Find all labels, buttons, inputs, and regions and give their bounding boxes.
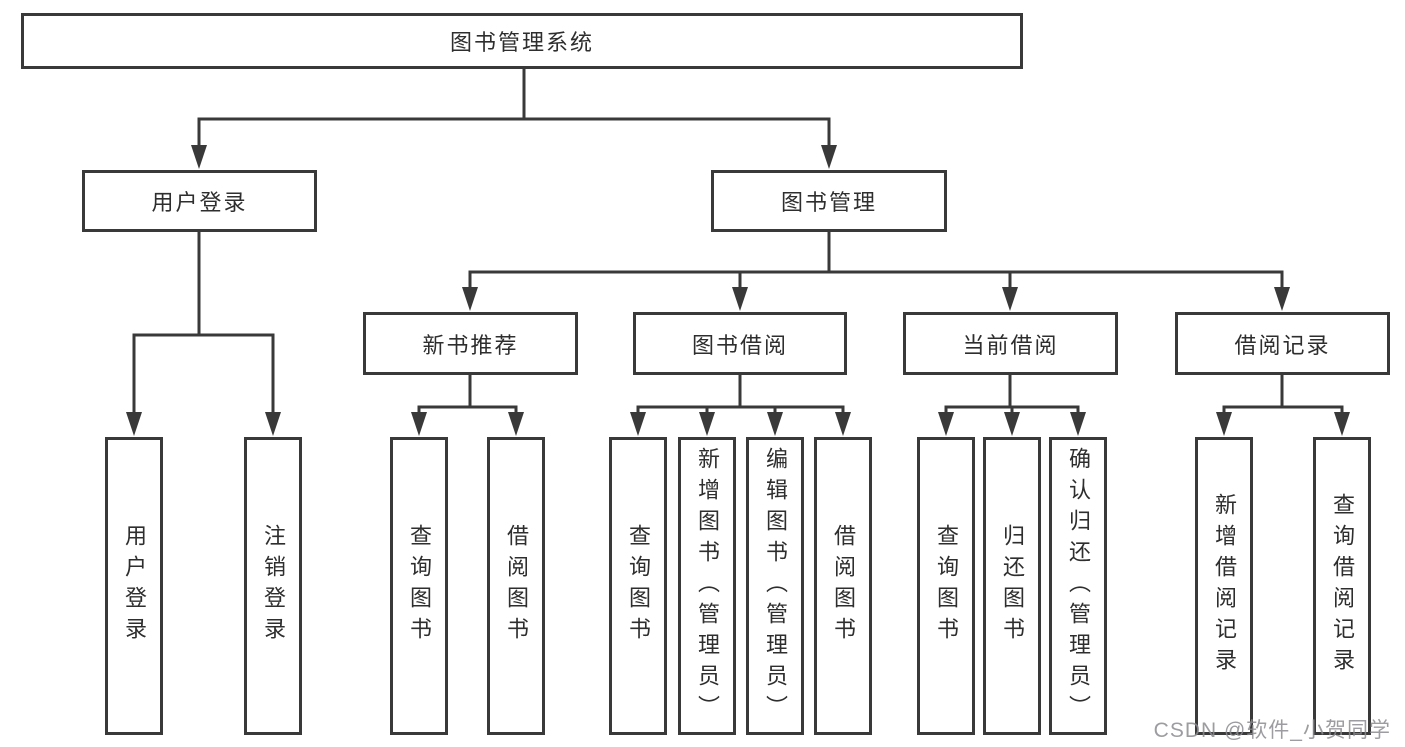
node-label: 借阅图书 [831, 524, 856, 648]
node-label: 归还图书 [1000, 524, 1025, 648]
arrow-icon [767, 412, 783, 436]
connector-current-borrow-branch [944, 375, 1080, 414]
node-cb-return-books: 归还图书 [983, 437, 1041, 735]
arrow-icon [732, 287, 748, 311]
node-label: 查询图书 [407, 524, 432, 648]
arrow-icon [835, 412, 851, 436]
arrow-icon [265, 412, 281, 436]
connector-shafts [132, 69, 1344, 414]
node-label: 查询图书 [626, 524, 651, 648]
arrow-icon [699, 412, 715, 436]
arrow-icon [1004, 412, 1020, 436]
node-label: 图书借阅 [691, 332, 788, 358]
node-borrow-records: 借阅记录 [1175, 312, 1390, 375]
node-label: 图书管理 [780, 190, 877, 215]
node-root: 图书管理系统 [21, 13, 1023, 69]
node-user-login: 用户登录 [82, 170, 317, 232]
connector-new-book-branch [417, 375, 518, 414]
connector-borrow-records-branch [1222, 375, 1344, 414]
node-label: 新增图书（管理员） [695, 446, 720, 726]
node-current-borrow: 当前借阅 [903, 312, 1118, 375]
node-new-book-recommend: 新书推荐 [363, 312, 578, 375]
arrow-icon [462, 287, 478, 311]
node-label: 新书推荐 [422, 332, 519, 358]
connector-book-borrow-branch [636, 375, 845, 414]
node-label: 用户登录 [151, 190, 248, 215]
connector-user-login-branch [132, 232, 275, 414]
arrow-icon [1334, 412, 1350, 436]
node-br-add-record: 新增借阅记录 [1195, 437, 1253, 735]
node-nbr-borrow-books: 借阅图书 [487, 437, 545, 735]
node-label: 借阅图书 [504, 524, 529, 648]
arrow-icon [938, 412, 954, 436]
arrow-icon [630, 412, 646, 436]
node-label: 图书管理系统 [449, 30, 594, 55]
arrow-icon [1274, 287, 1290, 311]
node-book-borrow: 图书借阅 [633, 312, 847, 375]
node-user-login-leaf: 用户登录 [105, 437, 163, 735]
arrow-icon [1216, 412, 1232, 436]
node-label: 注销登录 [261, 524, 286, 648]
node-label: 借阅记录 [1234, 332, 1331, 358]
arrow-icon [126, 412, 142, 436]
node-label: 确认归还（管理员） [1066, 446, 1091, 726]
node-bb-edit-books: 编辑图书（管理员） [746, 437, 804, 735]
watermark-text: CSDN @软件_小贺同学 [1153, 719, 1391, 742]
node-bb-add-books: 新增图书（管理员） [678, 437, 736, 735]
node-bb-borrow-books: 借阅图书 [814, 437, 872, 735]
node-nbr-query-books: 查询图书 [390, 437, 448, 735]
node-cb-query-books: 查询图书 [917, 437, 975, 735]
arrow-icon [821, 145, 837, 169]
arrowheads [126, 145, 1350, 436]
connector-level3-rail [468, 232, 1284, 289]
node-label: 查询借阅记录 [1330, 493, 1355, 679]
node-logout-leaf: 注销登录 [244, 437, 302, 735]
connector-level2-rail [197, 117, 831, 146]
arrow-icon [191, 145, 207, 169]
arrow-icon [411, 412, 427, 436]
arrow-icon [508, 412, 524, 436]
node-br-query-record: 查询借阅记录 [1313, 437, 1371, 735]
arrow-icon [1002, 287, 1018, 311]
arrow-icon [1070, 412, 1086, 436]
node-label: 查询图书 [934, 524, 959, 648]
node-book-management: 图书管理 [711, 170, 947, 232]
node-bb-query-books: 查询图书 [609, 437, 667, 735]
node-label: 新增借阅记录 [1212, 493, 1237, 679]
node-label: 用户登录 [122, 524, 147, 648]
node-label: 当前借阅 [962, 332, 1059, 358]
node-cb-confirm-return: 确认归还（管理员） [1049, 437, 1107, 735]
node-label: 编辑图书（管理员） [763, 446, 788, 726]
